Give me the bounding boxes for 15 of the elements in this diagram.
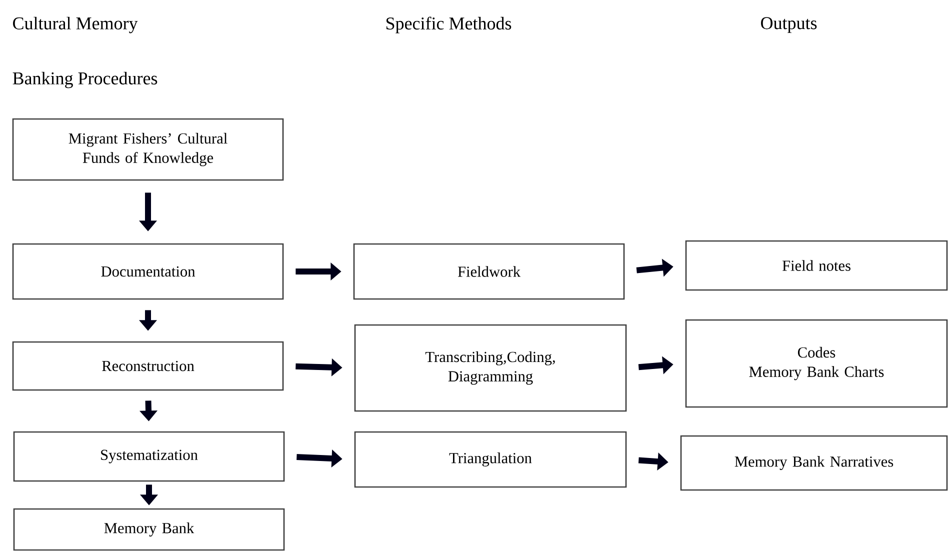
column-heading: Outputs (761, 17, 817, 33)
process-box: Triangulation (354, 431, 627, 488)
process-box: Transcribing,Coding, Diagramming (354, 324, 627, 412)
process-box: Migrant Fishers’ Cultural Funds of Knowledge (12, 118, 284, 181)
column-heading: Specific Methods (386, 16, 512, 34)
process-box: Systematization (13, 431, 285, 482)
process-box: Field notes (685, 240, 948, 291)
column-heading: Banking Procedures (12, 72, 158, 88)
process-box: Memory Bank (13, 508, 285, 551)
process-box: Reconstruction (12, 341, 284, 391)
process-box: Memory Bank Narratives (680, 435, 948, 491)
process-box: Documentation (12, 243, 284, 300)
process-box: Fieldwork (353, 243, 625, 300)
column-heading: Cultural Memory (13, 16, 138, 34)
process-box: Codes Memory Bank Charts (685, 319, 948, 408)
